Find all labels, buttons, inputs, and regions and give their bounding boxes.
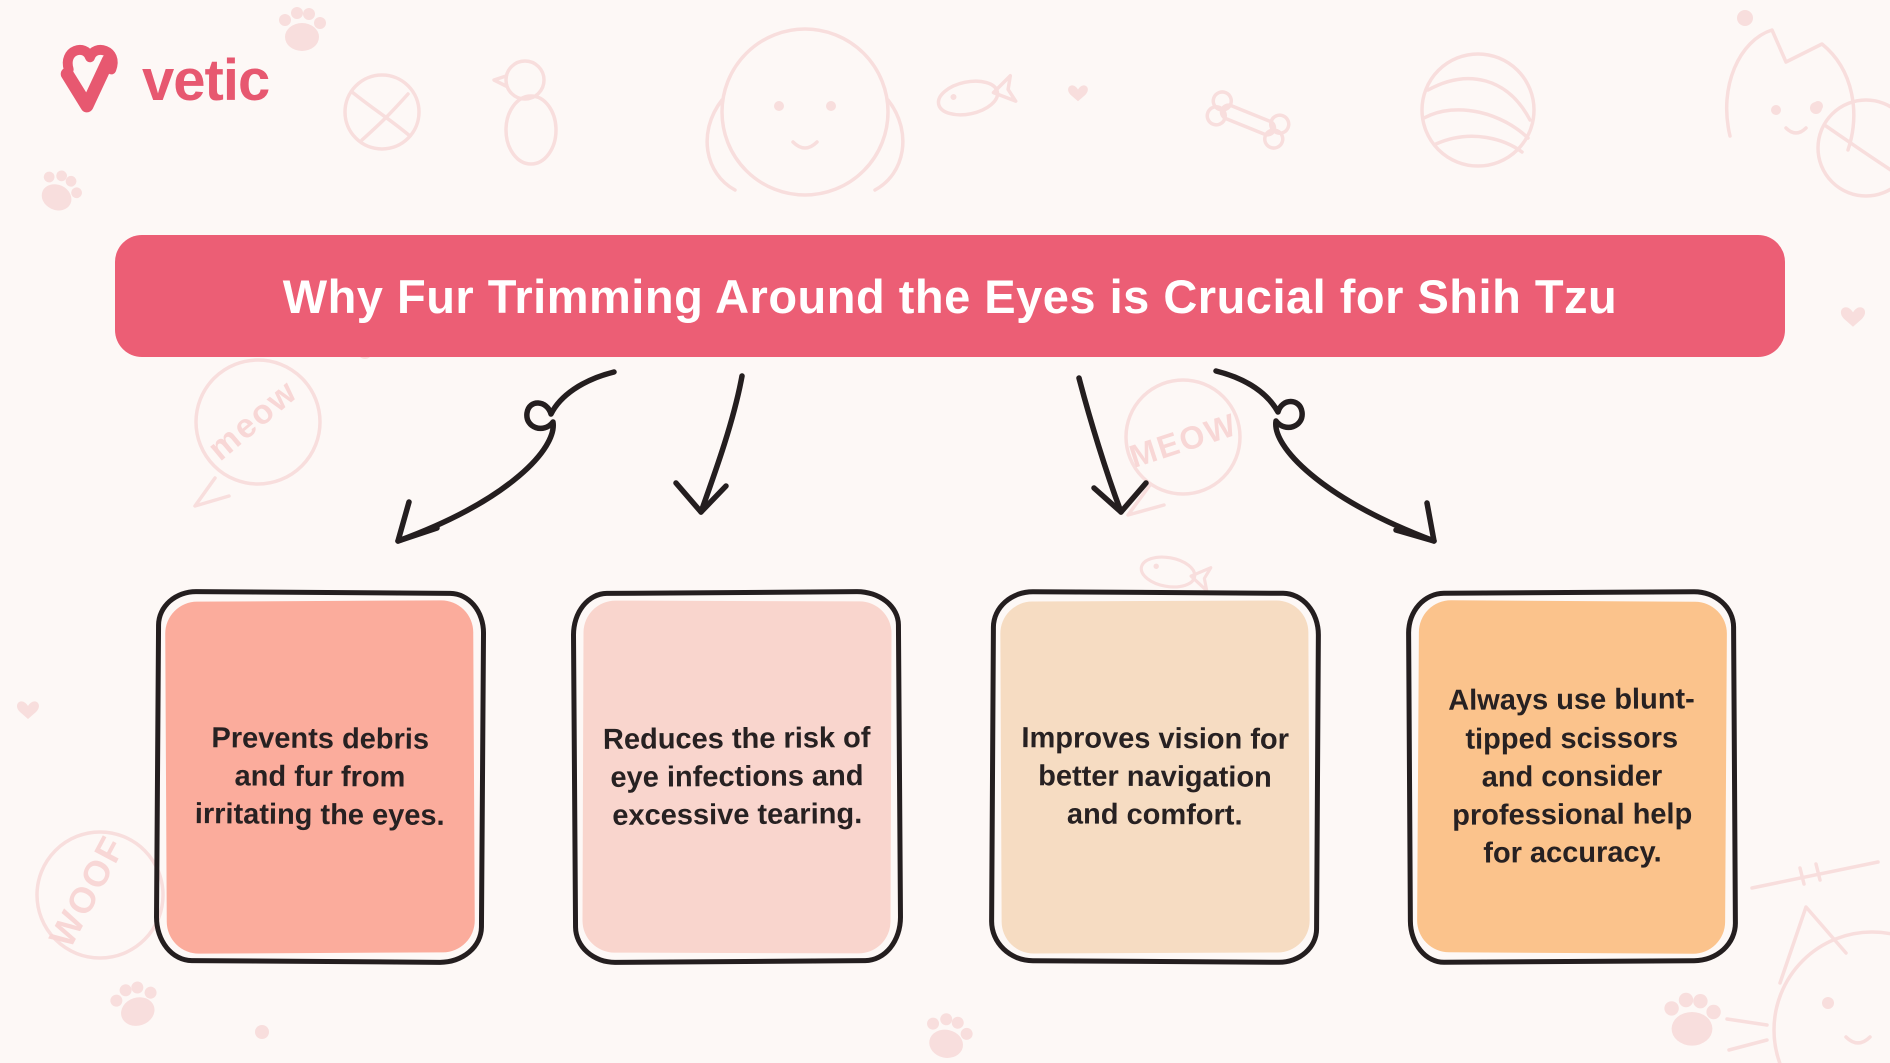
card-text: Always use blunt-tipped scissors and con… [1448, 683, 1695, 870]
paw-print-doodle [41, 170, 82, 211]
cat-face-doodle [1725, 905, 1890, 1063]
meow-bubble-left-doodle: meow [193, 358, 322, 508]
benefit-card-3: Improves vision for better navigation an… [988, 588, 1322, 966]
brand-name: vetic [142, 48, 270, 113]
dot-doodle [1737, 10, 1753, 26]
woof-bubble-doodle: WOOF [35, 829, 165, 960]
stick-doodle [1750, 860, 1880, 890]
card-text: Improves vision for better navigation an… [1021, 721, 1290, 832]
svg-text:meow: meow [201, 372, 305, 468]
svg-text:MEOW: MEOW [1125, 406, 1242, 475]
svg-text:WOOF: WOOF [41, 829, 134, 954]
benefit-card-4: Always use blunt-tipped scissors and con… [1405, 588, 1739, 966]
bird-doodle [492, 59, 558, 166]
brand-logo: vetic [52, 34, 270, 114]
dot-doodle [1810, 102, 1822, 114]
heart-doodle [1840, 307, 1866, 327]
meow-bubble-right-doodle: MEOW [1124, 378, 1242, 517]
paw-print-doodle [110, 981, 157, 1026]
benefit-card-2: Reduces the risk of eye infections and e… [570, 588, 904, 966]
benefit-card-1: Prevents debris and fur from irritating … [153, 588, 487, 966]
paw-print-doodle [927, 1013, 973, 1058]
paw-print-doodle [1664, 992, 1721, 1046]
page-title: Why Fur Trimming Around the Eyes is Cruc… [282, 269, 1618, 323]
fish-doodle [936, 73, 1018, 117]
vetic-heart-icon [60, 45, 118, 113]
arrow-to-card-1 [395, 369, 617, 544]
yarn-ball-doodle [1420, 52, 1536, 168]
dot-doodle [255, 1025, 269, 1039]
cat-head-doodle [1724, 28, 1856, 152]
paw-print-doodle [279, 7, 326, 51]
card-text: Reduces the risk of eye infections and e… [602, 721, 871, 832]
heart-doodle [1068, 85, 1088, 102]
arrow-to-card-2 [673, 373, 745, 515]
dog-head-doodle [705, 27, 905, 197]
ball-doodle [1816, 98, 1890, 198]
card-text: Prevents debris and fur from irritating … [194, 721, 445, 832]
fish-doodle [1139, 555, 1213, 593]
arrow-to-card-4 [1213, 368, 1437, 544]
arrow-to-card-3 [1076, 375, 1149, 515]
bone-doodle [1205, 90, 1291, 150]
ball-doodle [343, 73, 421, 151]
heart-doodle [17, 701, 39, 719]
title-banner: Why Fur Trimming Around the Eyes is Cruc… [115, 235, 1785, 357]
